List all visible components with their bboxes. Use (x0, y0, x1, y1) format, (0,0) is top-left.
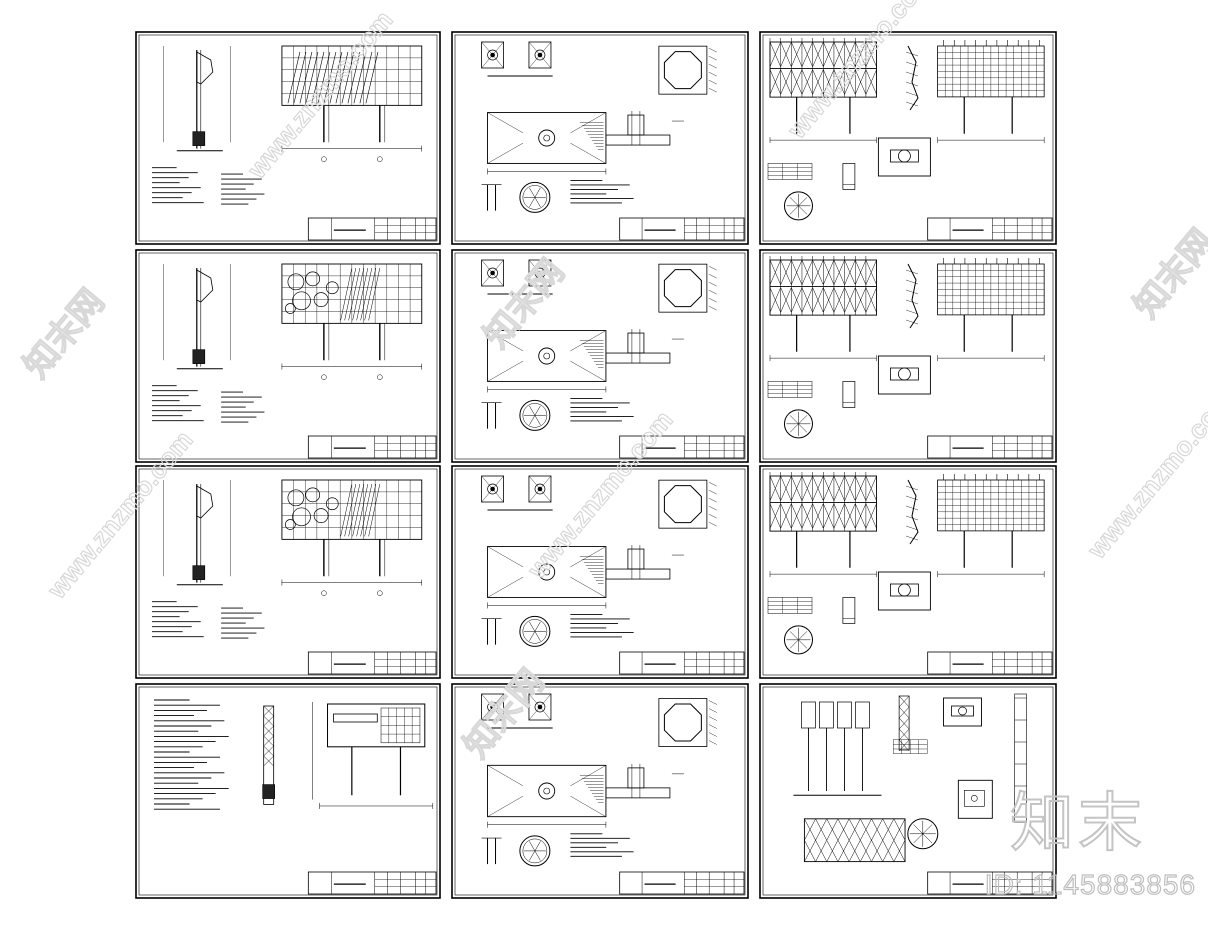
drawing-sheet-elevation-a (135, 249, 441, 463)
watermark-text: www.znzmo.com (41, 425, 199, 605)
watermark-layer: 知末网www.znzmo.com知末网www.znzmo.com知末网www.z… (16, 0, 1208, 766)
drawing-sheet-elevation-a (135, 465, 441, 679)
drawing-sheet-detail (759, 683, 1057, 899)
watermark-text: www.znzmo.com (1081, 385, 1208, 565)
drawing-sheet-truss (759, 31, 1057, 245)
drawing-sheet-foundation (451, 31, 749, 245)
watermark-text: 知末网 (17, 283, 112, 386)
drawing-sheet-foundation (451, 249, 749, 463)
drawing-sheet-foundation (451, 465, 749, 679)
image-id-label: ID: 1145883856 (984, 869, 1196, 900)
watermark-text: www.znzmo.com (781, 0, 939, 145)
drawing-sheet-elevation-a (135, 31, 441, 245)
sheets-layer (135, 31, 1057, 899)
brand-logo: 知末 (1009, 787, 1146, 861)
drawing-sheet-elevation-b (135, 683, 441, 899)
watermark-text: 知末网 (1127, 223, 1208, 326)
drawing-sheet-truss (759, 249, 1057, 463)
drawing-sheet-foundation (451, 683, 749, 899)
drawing-sheet-truss (759, 465, 1057, 679)
